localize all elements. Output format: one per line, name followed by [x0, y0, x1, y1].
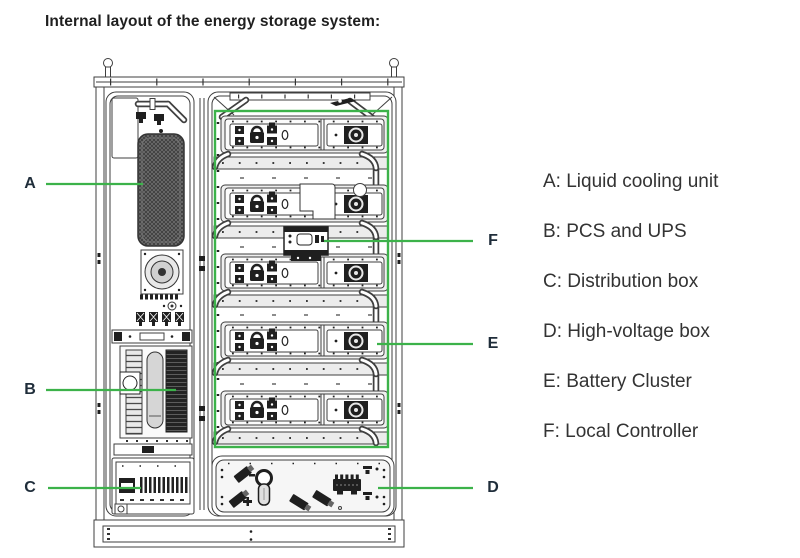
callout-label-e: E	[487, 335, 499, 352]
battery-module-3	[214, 254, 388, 307]
battery-module-4	[214, 322, 388, 375]
legend-item-d: D: High-voltage box	[543, 321, 710, 342]
mounting-plate	[299, 183, 367, 220]
battery-module-1	[214, 116, 388, 169]
battery-cluster-outline	[213, 109, 390, 449]
valve-row	[136, 312, 184, 326]
high-voltage-box	[211, 455, 395, 517]
cooling-fan	[140, 249, 184, 295]
legend-item-e: E: Battery Cluster	[543, 371, 692, 392]
legend-item-b: B: PCS and UPS	[543, 221, 687, 242]
legend: A: Liquid cooling unit B: PCS and UPS C:…	[543, 0, 793, 558]
callout-label-b: B	[24, 381, 36, 398]
bracket-band	[111, 329, 193, 344]
terminal-strip	[140, 294, 183, 311]
liquid-cooling-grille	[137, 129, 185, 247]
left-bay	[111, 97, 195, 515]
callout-label-a: A	[24, 175, 36, 192]
cabinet-base	[93, 519, 405, 548]
callout-label-f: F	[488, 232, 498, 249]
local-controller	[283, 226, 329, 261]
legend-item-c: C: Distribution box	[543, 271, 699, 292]
eye-bolt-right	[389, 58, 399, 79]
page-title: Internal layout of the energy storage sy…	[45, 13, 381, 30]
leader-lines	[46, 182, 473, 490]
callout-label-d: D	[487, 479, 499, 496]
legend-item-a: A: Liquid cooling unit	[543, 171, 719, 192]
pcs-ups-section	[113, 345, 193, 456]
right-bay	[211, 92, 395, 517]
callout-label-c: C	[24, 479, 36, 496]
legend-item-f: F: Local Controller	[543, 421, 699, 442]
left-top-panel	[111, 97, 139, 159]
distribution-box	[111, 457, 195, 515]
eye-bolt-left	[103, 58, 113, 79]
center-divider	[199, 98, 205, 510]
cooling-pipes-top	[134, 98, 188, 125]
battery-module-5	[214, 391, 388, 444]
